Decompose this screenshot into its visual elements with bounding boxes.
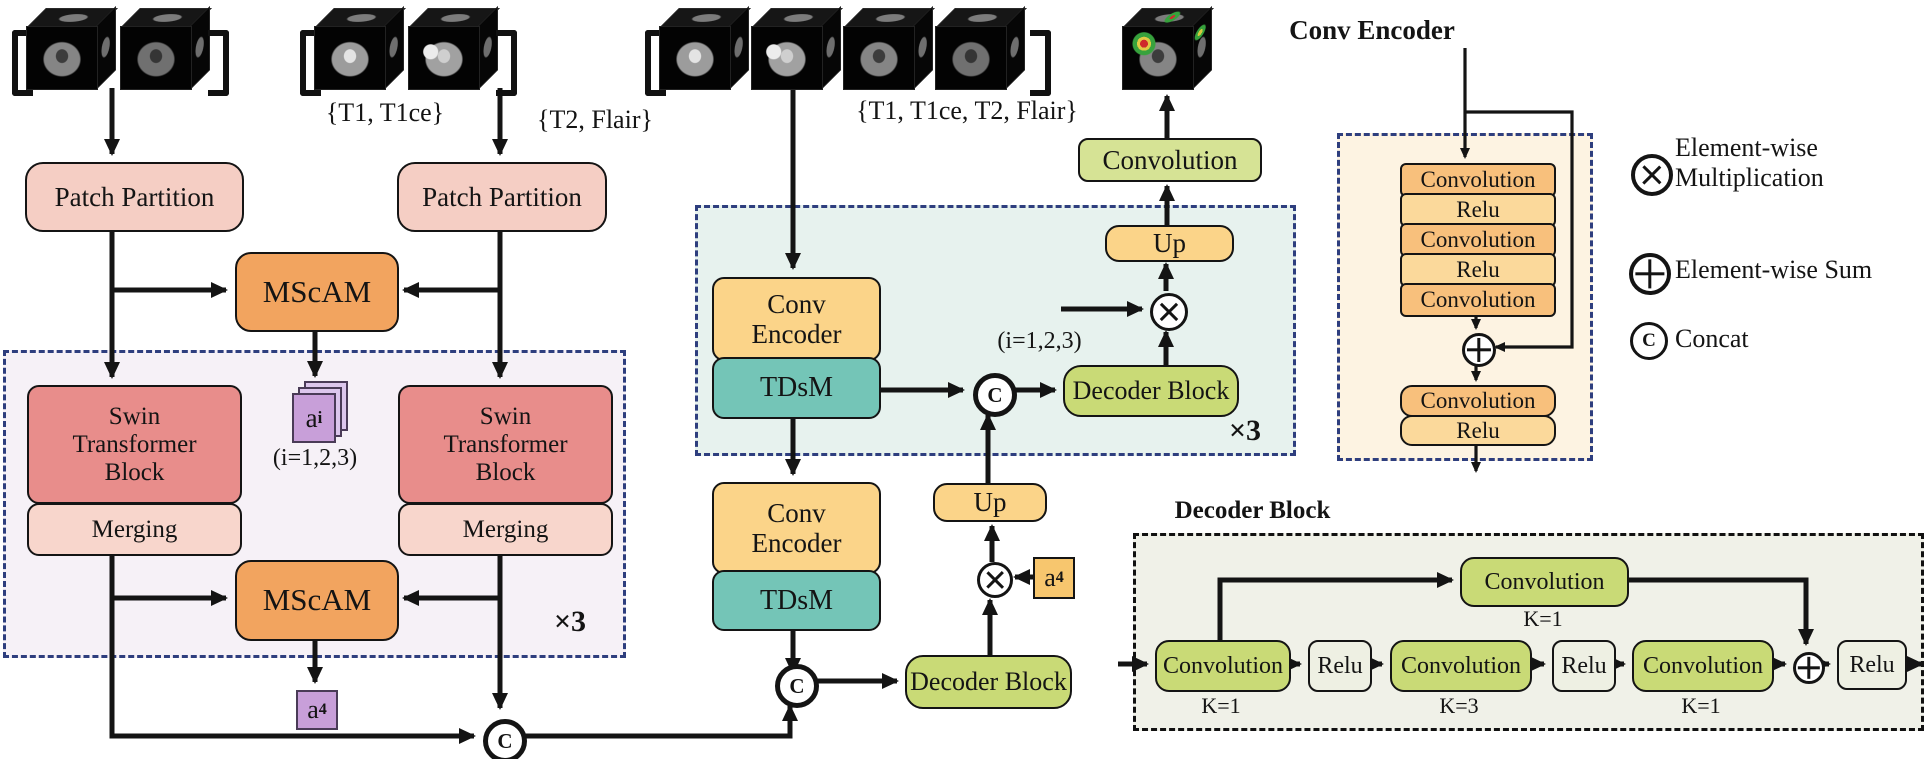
- conv-encoder-detail-title: Conv Encoder: [1289, 14, 1455, 45]
- output-convolution-box: Convolution: [1078, 138, 1262, 182]
- up-box-2: Up: [933, 483, 1047, 522]
- multiply-node: [1150, 293, 1188, 331]
- bracket-open-icon: [645, 30, 666, 96]
- conv-line2: Encoder: [751, 319, 842, 349]
- decoder-block-detail-title: Decoder Block: [1174, 497, 1331, 524]
- conv-encoder-box-1: Conv Encoder: [712, 277, 881, 361]
- decoder-block-box-1: Decoder Block: [1063, 365, 1239, 417]
- legend-multiply-label-line1: Element-wise: [1675, 133, 1818, 162]
- decoder-k-label-1: K=1: [1201, 693, 1241, 718]
- concat-node: C: [973, 373, 1017, 417]
- swin-transformer-block-left: Swin Transformer Block: [27, 385, 242, 504]
- brain-cube-t2: [314, 6, 406, 90]
- swin-line1: Swin: [479, 402, 532, 430]
- swin-line2: Transformer: [72, 430, 197, 458]
- modality-label-t1-t1ce: {T1, T1ce}: [325, 98, 445, 127]
- swin-transformer-block-right: Swin Transformer Block: [398, 385, 613, 504]
- swin-line3: Block: [475, 458, 536, 486]
- brain-cube-t1: [26, 6, 118, 90]
- brain-cube-t1: [843, 6, 935, 90]
- tdsm-box-1: TDsM: [712, 357, 881, 419]
- decoder-top-k-label: K=1: [1523, 606, 1563, 631]
- detail-conv-box: Convolution: [1400, 283, 1556, 317]
- mscam-box-top: MScAM: [235, 252, 399, 332]
- legend-sum-label: Element-wise Sum: [1675, 255, 1873, 284]
- swin-line2: Transformer: [443, 430, 568, 458]
- decoder-relu-box: Relu: [1552, 640, 1616, 692]
- detail-conv-box: Convolution: [1400, 385, 1556, 417]
- legend-sum-icon: [1629, 253, 1671, 295]
- repeat-times3-left: ×3: [553, 605, 587, 638]
- sum-node: [1462, 333, 1496, 367]
- decoder-k-label-3: K=1: [1681, 693, 1721, 718]
- swin-line1: Swin: [108, 402, 161, 430]
- legend-concat-icon: C: [1630, 322, 1668, 360]
- decoder-relu-box: Relu: [1837, 640, 1907, 690]
- detail-conv-box: Convolution: [1400, 223, 1556, 257]
- bracket-open-icon: [12, 30, 33, 96]
- tdsm-box-2: TDsM: [712, 570, 881, 631]
- decoder-conv-box: Convolution: [1390, 640, 1532, 692]
- attention-symbol: a: [305, 402, 318, 433]
- decoder-conv-box: Convolution: [1155, 640, 1291, 692]
- merging-box-left: Merging: [27, 503, 242, 556]
- modality-label-t2-flair: {T2, Flair}: [537, 105, 653, 134]
- decoder-top-conv-box: Convolution: [1460, 557, 1629, 607]
- up-box-1: Up: [1105, 225, 1234, 262]
- patch-partition-box-1: Patch Partition: [25, 162, 244, 232]
- conv-line1: Conv: [767, 497, 826, 528]
- bracket-close-icon: [496, 30, 517, 96]
- bracket-open-icon: [300, 30, 321, 96]
- patch-partition-box-2: Patch Partition: [397, 162, 607, 232]
- detail-relu-box: Relu: [1400, 415, 1556, 446]
- merging-box-right: Merging: [398, 503, 613, 556]
- detail-relu-box: Relu: [1400, 193, 1556, 227]
- segmentation-output-cube: [1122, 6, 1214, 90]
- legend-multiply-icon: [1631, 154, 1673, 196]
- concat-node: C: [483, 719, 527, 759]
- decoder-block-box-2: Decoder Block: [905, 655, 1072, 709]
- detail-conv-box: Convolution: [1400, 163, 1556, 197]
- legend-concat-label: Concat: [1675, 324, 1749, 353]
- modality-label-all: {T1, T1ce, T2, Flair}: [856, 96, 1078, 125]
- swin-line3: Block: [104, 458, 165, 486]
- conv-line1: Conv: [767, 288, 826, 319]
- sum-node: [1793, 652, 1825, 684]
- detail-relu-box: Relu: [1400, 253, 1556, 287]
- legend-multiply-label-line2: Multiplication: [1675, 163, 1824, 192]
- multiply-node: [977, 562, 1013, 598]
- bracket-close-icon: [208, 30, 229, 96]
- repeat-times3-middle: ×3: [1228, 414, 1262, 447]
- attention-index-note: (i=1,2,3): [272, 444, 358, 471]
- brain-cube-flair: [751, 6, 843, 90]
- brain-cube-t1ce: [120, 6, 212, 90]
- conv-encoder-box-2: Conv Encoder: [712, 482, 881, 574]
- brain-cube-t2: [659, 6, 751, 90]
- decoder-relu-box: Relu: [1308, 640, 1372, 692]
- brain-cube-t1ce: [935, 6, 1027, 90]
- conv-line2: Encoder: [751, 528, 842, 558]
- decoder-k-label-2: K=3: [1439, 693, 1479, 718]
- attention-index-note: (i=1,2,3): [997, 327, 1082, 354]
- brain-cube-flair: [408, 6, 500, 90]
- bracket-close-icon: [1030, 30, 1051, 96]
- mscam-box-bottom: MScAM: [235, 560, 399, 641]
- decoder-conv-box: Convolution: [1632, 640, 1774, 692]
- concat-node: C: [775, 664, 819, 708]
